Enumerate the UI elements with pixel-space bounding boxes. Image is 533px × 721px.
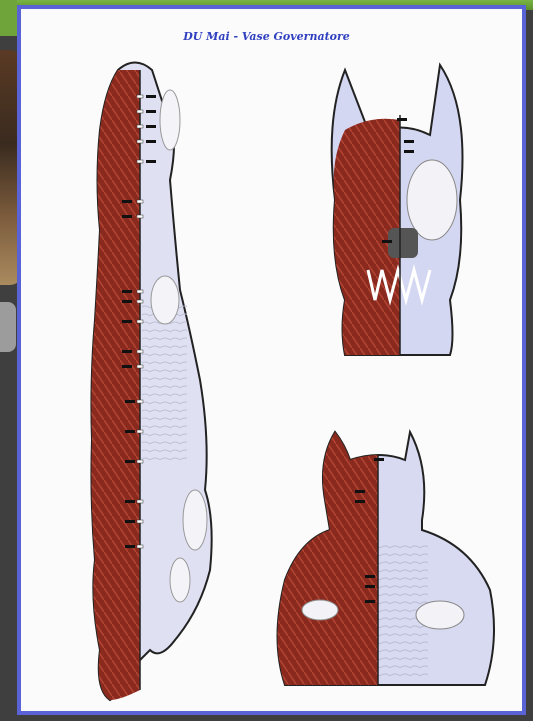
rear-scapula-bone: [416, 601, 464, 629]
muscle-layer-left: [91, 70, 140, 700]
femur-bone: [170, 558, 190, 602]
dorsal-body-figure: [91, 63, 211, 701]
shoulder-muscle-layer: [278, 432, 379, 685]
frontal-head-figure: [332, 65, 463, 355]
rear-head-figure: [278, 432, 495, 685]
rear-scapula-bone-left: [302, 600, 338, 620]
skull-bone: [407, 160, 457, 240]
shoulder-bone: [151, 276, 179, 324]
scapula-bone: [160, 90, 180, 150]
pelvis-bone: [183, 490, 207, 550]
nose-pad: [388, 228, 418, 258]
